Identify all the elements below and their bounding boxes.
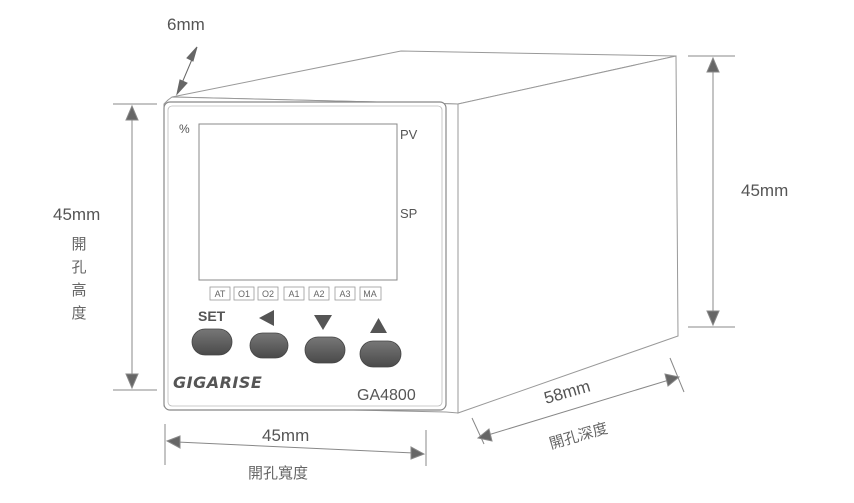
width-dimension bbox=[164, 424, 427, 466]
depth-caption: 開孔深度 bbox=[547, 419, 610, 453]
sp-label: SP bbox=[400, 206, 417, 221]
height-dimension bbox=[113, 103, 157, 391]
indicator-label: A3 bbox=[339, 289, 350, 299]
right-height-dimension bbox=[688, 55, 735, 328]
indicator-row: AT O1 O2 A1 A2 A3 MA bbox=[209, 286, 382, 301]
left-key[interactable] bbox=[249, 332, 289, 359]
indicator-a2: A2 bbox=[308, 286, 330, 301]
height-caption-4: 度 bbox=[71, 304, 86, 322]
triangle-up-icon bbox=[370, 318, 387, 333]
brand-logo: GIGARISE bbox=[173, 373, 262, 392]
set-key[interactable] bbox=[191, 328, 233, 356]
indicator-label: O1 bbox=[238, 289, 250, 299]
indicator-a3: A3 bbox=[334, 286, 356, 301]
bezel-dimension bbox=[176, 46, 198, 96]
height-caption-3: 高 bbox=[71, 281, 86, 299]
depth-dimension bbox=[471, 357, 685, 445]
bezel-depth-label: 6mm bbox=[167, 15, 205, 34]
indicator-a1: A1 bbox=[283, 286, 305, 301]
indicator-label: A1 bbox=[288, 289, 299, 299]
indicator-label: O2 bbox=[262, 289, 274, 299]
model-label: GA4800 bbox=[357, 387, 416, 404]
width-caption: 開孔寬度 bbox=[248, 464, 308, 482]
up-key[interactable] bbox=[359, 340, 402, 368]
width-label: 45mm bbox=[262, 426, 309, 445]
indicator-o2: O2 bbox=[257, 286, 279, 301]
height-label: 45mm bbox=[53, 205, 100, 224]
right-height-label: 45mm bbox=[741, 181, 788, 200]
indicator-label: AT bbox=[215, 289, 226, 299]
down-key[interactable] bbox=[304, 336, 346, 364]
height-caption-2: 孔 bbox=[71, 258, 86, 276]
set-label: SET bbox=[198, 308, 226, 324]
indicator-at: AT bbox=[209, 286, 231, 301]
display-window bbox=[198, 123, 398, 281]
front-panel bbox=[163, 101, 447, 411]
pv-label: PV bbox=[400, 127, 418, 142]
indicator-ma: MA bbox=[359, 286, 382, 301]
percent-label: % bbox=[179, 122, 190, 136]
indicator-label: A2 bbox=[313, 289, 324, 299]
indicator-o1: O1 bbox=[233, 286, 255, 301]
triangle-left-icon bbox=[259, 310, 274, 326]
triangle-down-icon bbox=[314, 315, 332, 330]
indicator-label: MA bbox=[363, 289, 377, 299]
height-caption-1: 開 bbox=[71, 235, 86, 253]
